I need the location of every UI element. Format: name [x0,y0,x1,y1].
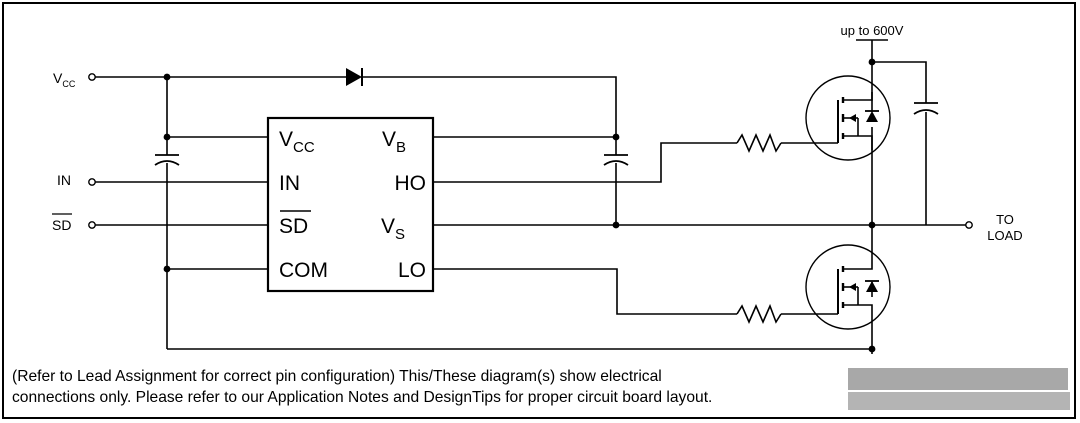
ic-pin-sd: SD [279,215,308,238]
ic-pin-in: IN [279,172,300,195]
output-label-line2: LOAD [987,228,1022,243]
ic-pin-vcc: VCC [279,128,315,156]
vcc-input-label: VCC [53,70,76,89]
lower-mosfet [805,244,891,330]
junction-dots [163,58,876,353]
ic-pin-lo: LO [398,259,426,282]
footnote-line-1: (Refer to Lead Assignment for correct pi… [12,368,662,385]
output-label-line1: TO [996,212,1014,227]
footnote-line-2: connections only. Please refer to our Ap… [12,389,713,406]
sd-input-label: SD [52,217,71,233]
ic-pin-ho: HO [395,172,427,195]
output-terminal: TO LOAD [965,212,1023,243]
upper-gate-resistor [736,132,782,153]
supply-label: up to 600V [841,23,904,41]
ic-pin-vs: VS [381,215,405,243]
bootstrap-diode [346,68,363,86]
bus-capacitor [913,102,939,115]
watermark-bar-top [848,368,1068,390]
watermark-bar-bottom [848,392,1070,410]
in-input-terminal: IN [57,172,96,188]
bootstrap-capacitor [603,154,629,166]
vcc-capacitor [154,154,180,166]
footnote: (Refer to Lead Assignment for correct pi… [12,366,842,408]
upper-mosfet [805,75,891,161]
sd-input-terminal: SD [52,213,96,233]
vcc-input-terminal: VCC [53,70,96,89]
ic-pin-com: COM [279,259,328,282]
lower-gate-resistor [736,303,782,324]
wires [95,40,966,354]
in-input-label: IN [57,172,71,188]
ic-pin-vb: VB [382,128,406,156]
gate-driver-ic: VCC IN SD COM VB HO VS LO [266,116,435,293]
svg-text:up to 600V: up to 600V [841,23,904,38]
